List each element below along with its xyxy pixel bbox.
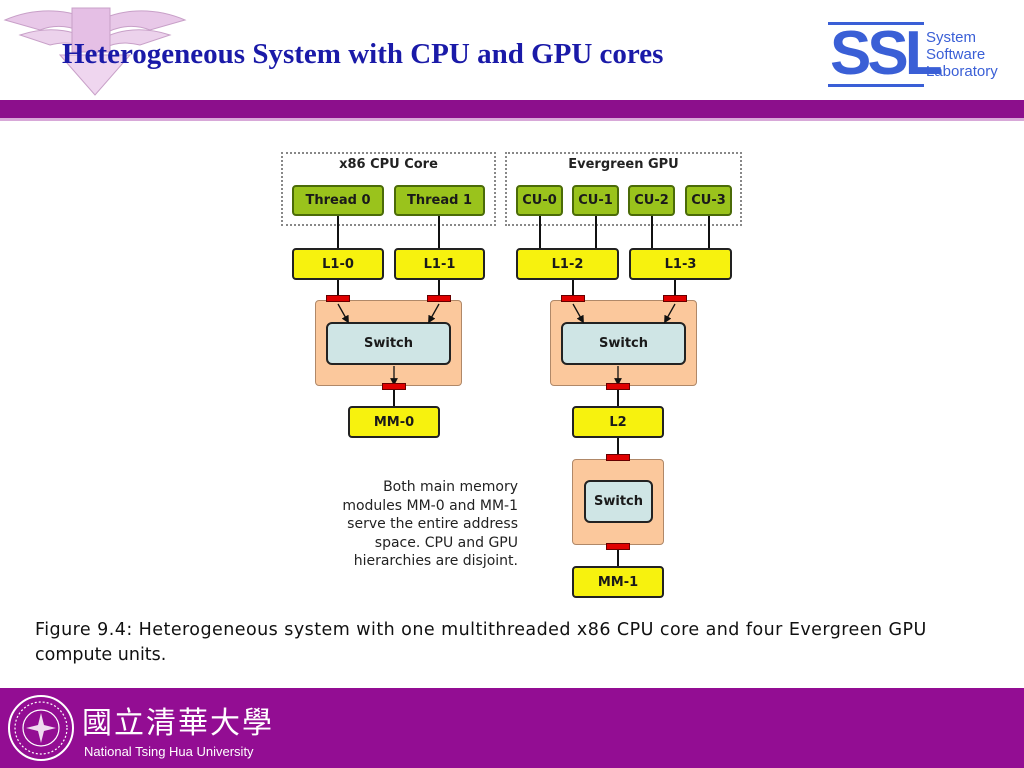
- note-line-1: Both main memory: [383, 479, 518, 495]
- ssl-logo-word: SSL: [830, 19, 943, 88]
- slide-title: Heterogeneous System with CPU and GPU co…: [62, 38, 664, 70]
- port-l1-2: [561, 295, 585, 302]
- port-l2-switch-up: [606, 454, 630, 461]
- note-line-2: modules MM-0 and MM-1: [342, 497, 518, 514]
- cpu-group-title: x86 CPU Core: [339, 157, 438, 172]
- diagram-note: Both main memory modules MM-0 and MM-1 s…: [300, 478, 518, 571]
- mm-0-box: MM-0: [348, 406, 440, 438]
- thread-0-box: Thread 0: [292, 185, 384, 216]
- thread-1-box: Thread 1: [394, 185, 485, 216]
- mm-1-box: MM-1: [572, 566, 664, 598]
- switch-arrows: [337, 303, 676, 546]
- gpu-switch-box: Switch: [561, 322, 686, 365]
- cpu-switch-box: Switch: [326, 322, 451, 365]
- cu-2-box: CU-2: [628, 185, 675, 216]
- l1-1-box: L1-1: [394, 248, 485, 280]
- note-line-5: hierarchies are disjoint.: [353, 553, 518, 569]
- university-name-english: National Tsing Hua University: [84, 744, 254, 759]
- port-gpu-switch-down: [606, 383, 630, 390]
- figure-caption-line-2: compute units.: [35, 645, 167, 665]
- l2-box: L2: [572, 406, 664, 438]
- cpu-core-group: [281, 152, 496, 226]
- port-l2-switch-down: [606, 543, 630, 550]
- top-divider-bar: [0, 100, 1024, 121]
- cu-3-box: CU-3: [685, 185, 732, 216]
- gpu-group-title: Evergreen GPU: [568, 157, 679, 172]
- ssl-logo-line2: Software: [926, 46, 986, 63]
- port-l1-3: [663, 295, 687, 302]
- university-seal-icon: [8, 695, 74, 761]
- l1-2-box: L1-2: [516, 248, 619, 280]
- note-line-4: space. CPU and GPU: [374, 534, 518, 551]
- figure-caption-line-1: Figure 9.4: Heterogeneous system with on…: [35, 620, 927, 640]
- cu-0-box: CU-0: [516, 185, 563, 216]
- ssl-logo-line3: Laboratory: [926, 63, 998, 80]
- port-l1-0: [326, 295, 350, 302]
- l1-3-box: L1-3: [629, 248, 732, 280]
- footer-bar: [0, 688, 1024, 768]
- university-emblem-top: [3, 7, 187, 96]
- gpu-group: [505, 152, 742, 226]
- university-name-chinese: 國立清華大學: [82, 706, 274, 741]
- note-line-3: serve the entire address: [347, 516, 518, 532]
- ssl-logo-line1: System: [926, 29, 977, 46]
- port-cpu-switch-down: [382, 383, 406, 390]
- l2-switch-box: Switch: [584, 480, 653, 523]
- cu-1-box: CU-1: [572, 185, 619, 216]
- diagram: x86 CPU Core Evergreen GPU Thread 0 Thre…: [35, 152, 927, 665]
- l1-0-box: L1-0: [292, 248, 384, 280]
- port-l1-1: [427, 295, 451, 302]
- ssl-logo: SSL System Software Laboratory: [828, 16, 1013, 92]
